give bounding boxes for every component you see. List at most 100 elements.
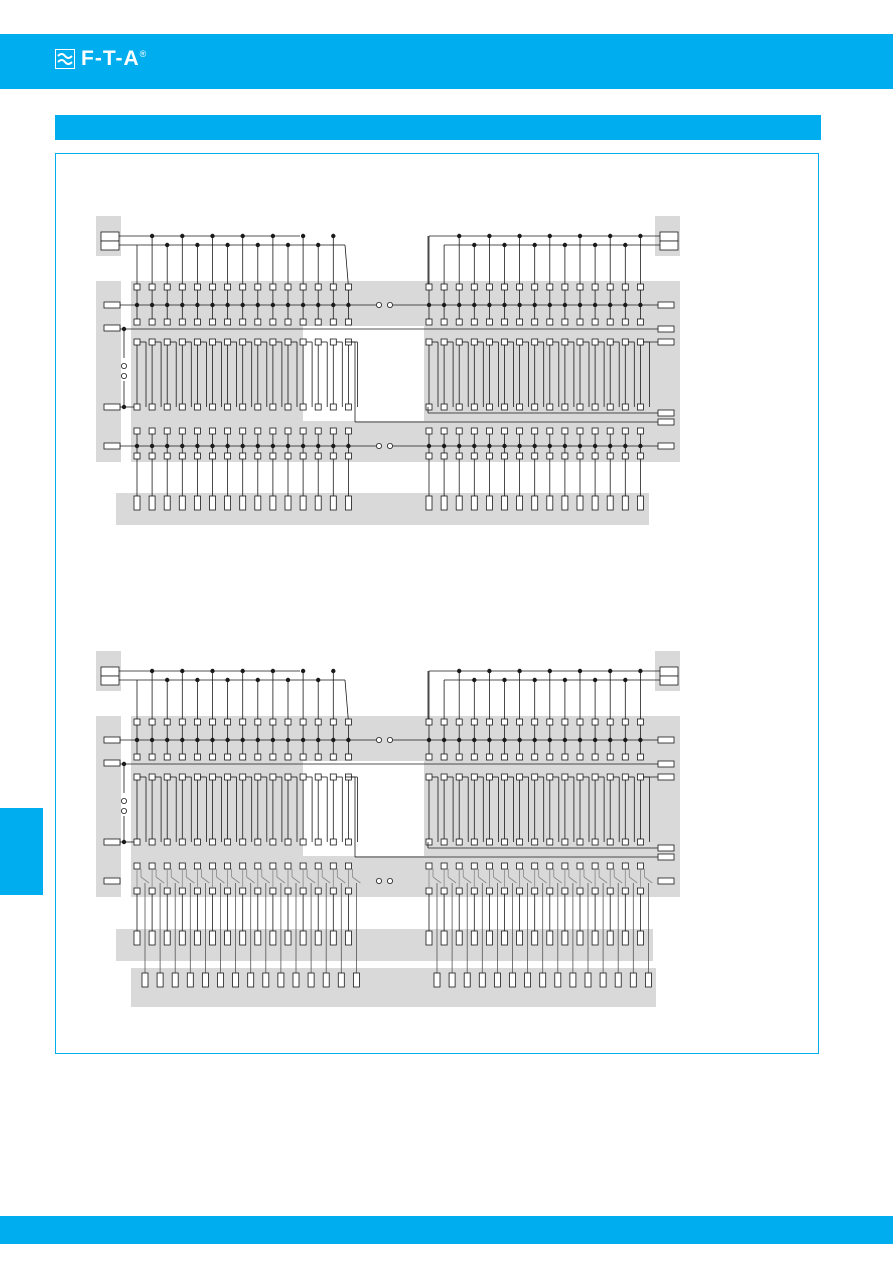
junction-dot bbox=[240, 233, 245, 239]
jack-terminal bbox=[209, 495, 216, 511]
terminal-box bbox=[501, 283, 508, 291]
terminal-box bbox=[133, 338, 141, 346]
terminal-box bbox=[299, 887, 307, 895]
terminal-box bbox=[224, 887, 232, 895]
terminal-box bbox=[163, 753, 171, 761]
terminal-box bbox=[637, 753, 644, 761]
terminal-box bbox=[284, 773, 292, 781]
junction-dot bbox=[608, 233, 613, 239]
jack-terminal bbox=[554, 972, 562, 988]
jack-terminal bbox=[531, 930, 539, 946]
terminal-box bbox=[546, 773, 554, 781]
terminal-box bbox=[224, 318, 232, 326]
terminal-box bbox=[239, 283, 247, 291]
terminal-box bbox=[531, 753, 539, 761]
jack-terminal bbox=[329, 495, 337, 511]
terminal-box bbox=[163, 338, 171, 346]
terminal-box bbox=[299, 718, 307, 726]
junction-dot bbox=[149, 668, 155, 674]
junction-dot bbox=[502, 677, 507, 683]
terminal-box bbox=[224, 283, 232, 291]
jack-terminal bbox=[262, 972, 270, 988]
wire bbox=[306, 876, 316, 884]
terminal-box bbox=[576, 753, 584, 761]
terminal-box bbox=[591, 452, 599, 460]
terminal-box bbox=[209, 283, 216, 291]
jack-terminal bbox=[352, 972, 360, 988]
terminal-box bbox=[163, 718, 171, 726]
wire bbox=[337, 876, 346, 884]
terminal-box bbox=[546, 318, 554, 326]
terminal-box bbox=[501, 318, 508, 326]
terminal-box bbox=[425, 318, 433, 326]
junction-dot bbox=[270, 668, 276, 674]
terminal-box bbox=[485, 452, 493, 460]
terminal-box bbox=[470, 862, 478, 870]
side-terminal bbox=[657, 338, 675, 346]
terminal-box bbox=[224, 773, 232, 781]
terminal-box bbox=[591, 427, 599, 435]
terminal-box bbox=[178, 838, 186, 846]
terminal-box bbox=[299, 403, 307, 411]
patch-panel-diagram-2 bbox=[96, 651, 680, 1007]
terminal-box bbox=[621, 773, 629, 781]
side-terminal bbox=[657, 409, 675, 417]
junction-dot bbox=[316, 242, 321, 248]
jack-terminal bbox=[637, 495, 644, 511]
open-contact bbox=[121, 808, 128, 815]
terminal-box bbox=[425, 773, 433, 781]
terminal-box bbox=[314, 887, 322, 895]
terminal-box bbox=[516, 403, 523, 411]
terminal-box bbox=[344, 753, 352, 761]
jack-terminal bbox=[546, 930, 554, 946]
diagram-frame bbox=[55, 153, 819, 1054]
terminal-box bbox=[501, 427, 508, 435]
terminal-box bbox=[254, 427, 262, 435]
wire bbox=[344, 679, 349, 722]
terminal-box bbox=[440, 718, 448, 726]
junction-dot bbox=[165, 677, 170, 683]
terminal-box bbox=[224, 862, 232, 870]
terminal-box bbox=[606, 427, 614, 435]
terminal-box bbox=[254, 718, 262, 726]
jack-terminal bbox=[485, 495, 493, 511]
terminal-box bbox=[470, 753, 478, 761]
terminal-box bbox=[193, 773, 201, 781]
terminal-box bbox=[561, 718, 569, 726]
terminal-box bbox=[425, 718, 433, 726]
terminal-box bbox=[329, 838, 337, 846]
terminal-box bbox=[501, 718, 508, 726]
terminal-box bbox=[329, 403, 337, 411]
terminal-box bbox=[440, 862, 448, 870]
terminal-box bbox=[148, 452, 156, 460]
terminal-box bbox=[621, 887, 629, 895]
terminal-box bbox=[425, 452, 433, 460]
terminal-box bbox=[284, 427, 292, 435]
connector-block bbox=[659, 666, 679, 677]
terminal-box bbox=[621, 838, 629, 846]
terminal-box bbox=[485, 283, 493, 291]
terminal-box bbox=[148, 887, 156, 895]
terminal-box bbox=[178, 753, 186, 761]
terminal-box bbox=[516, 773, 523, 781]
center-bottom-panel bbox=[303, 856, 424, 897]
open-contact bbox=[386, 878, 393, 885]
jack-terminal bbox=[531, 495, 539, 511]
terminal-box bbox=[239, 338, 247, 346]
jack-terminal bbox=[591, 495, 599, 511]
terminal-box bbox=[178, 452, 186, 460]
terminal-box bbox=[561, 753, 569, 761]
junction-dot bbox=[270, 233, 276, 239]
terminal-box bbox=[440, 773, 448, 781]
wire bbox=[291, 876, 301, 884]
terminal-box bbox=[621, 753, 629, 761]
jack-terminal bbox=[606, 930, 614, 946]
footer-bar bbox=[0, 1216, 893, 1244]
terminal-box bbox=[178, 887, 186, 895]
terminal-box bbox=[193, 452, 201, 460]
terminal-box bbox=[314, 452, 322, 460]
terminal-box bbox=[314, 283, 322, 291]
registered-mark: ® bbox=[139, 49, 147, 59]
terminal-box bbox=[455, 718, 463, 726]
jack-terminal bbox=[463, 972, 471, 988]
